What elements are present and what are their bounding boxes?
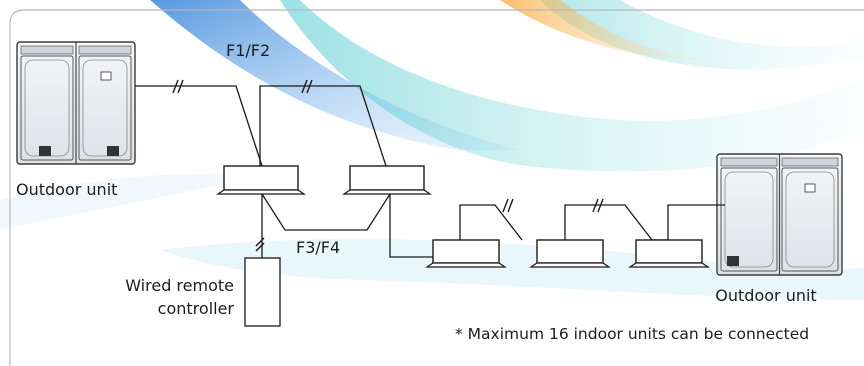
wired-remote-label-line1: Wired remote (125, 276, 234, 295)
wired-remote-icon (244, 257, 281, 327)
outdoor-unit-icon (16, 41, 136, 165)
cassette-indoor-unit-icon (529, 239, 611, 268)
double-slash-break-icon (172, 79, 604, 252)
outdoor-unit-left-label: Outdoor unit (16, 180, 118, 199)
cassette-indoor-unit-icon (425, 239, 507, 268)
outdoor-unit-right-label: Outdoor unit (715, 286, 817, 305)
background-swirl (0, 0, 864, 300)
outdoor-unit-icon (716, 153, 843, 276)
cassette-indoor-unit-icon (216, 165, 306, 195)
cassette-indoor-unit-icon (628, 239, 710, 268)
max-units-note: * Maximum 16 indoor units can be connect… (455, 325, 810, 343)
wired-remote-label-line2: controller (157, 299, 234, 318)
f1-f2-label: F1/F2 (226, 41, 271, 60)
frame-border (9, 9, 864, 366)
cassette-indoor-unit-icon (342, 165, 432, 195)
f3-f4-label: F3/F4 (296, 238, 341, 257)
